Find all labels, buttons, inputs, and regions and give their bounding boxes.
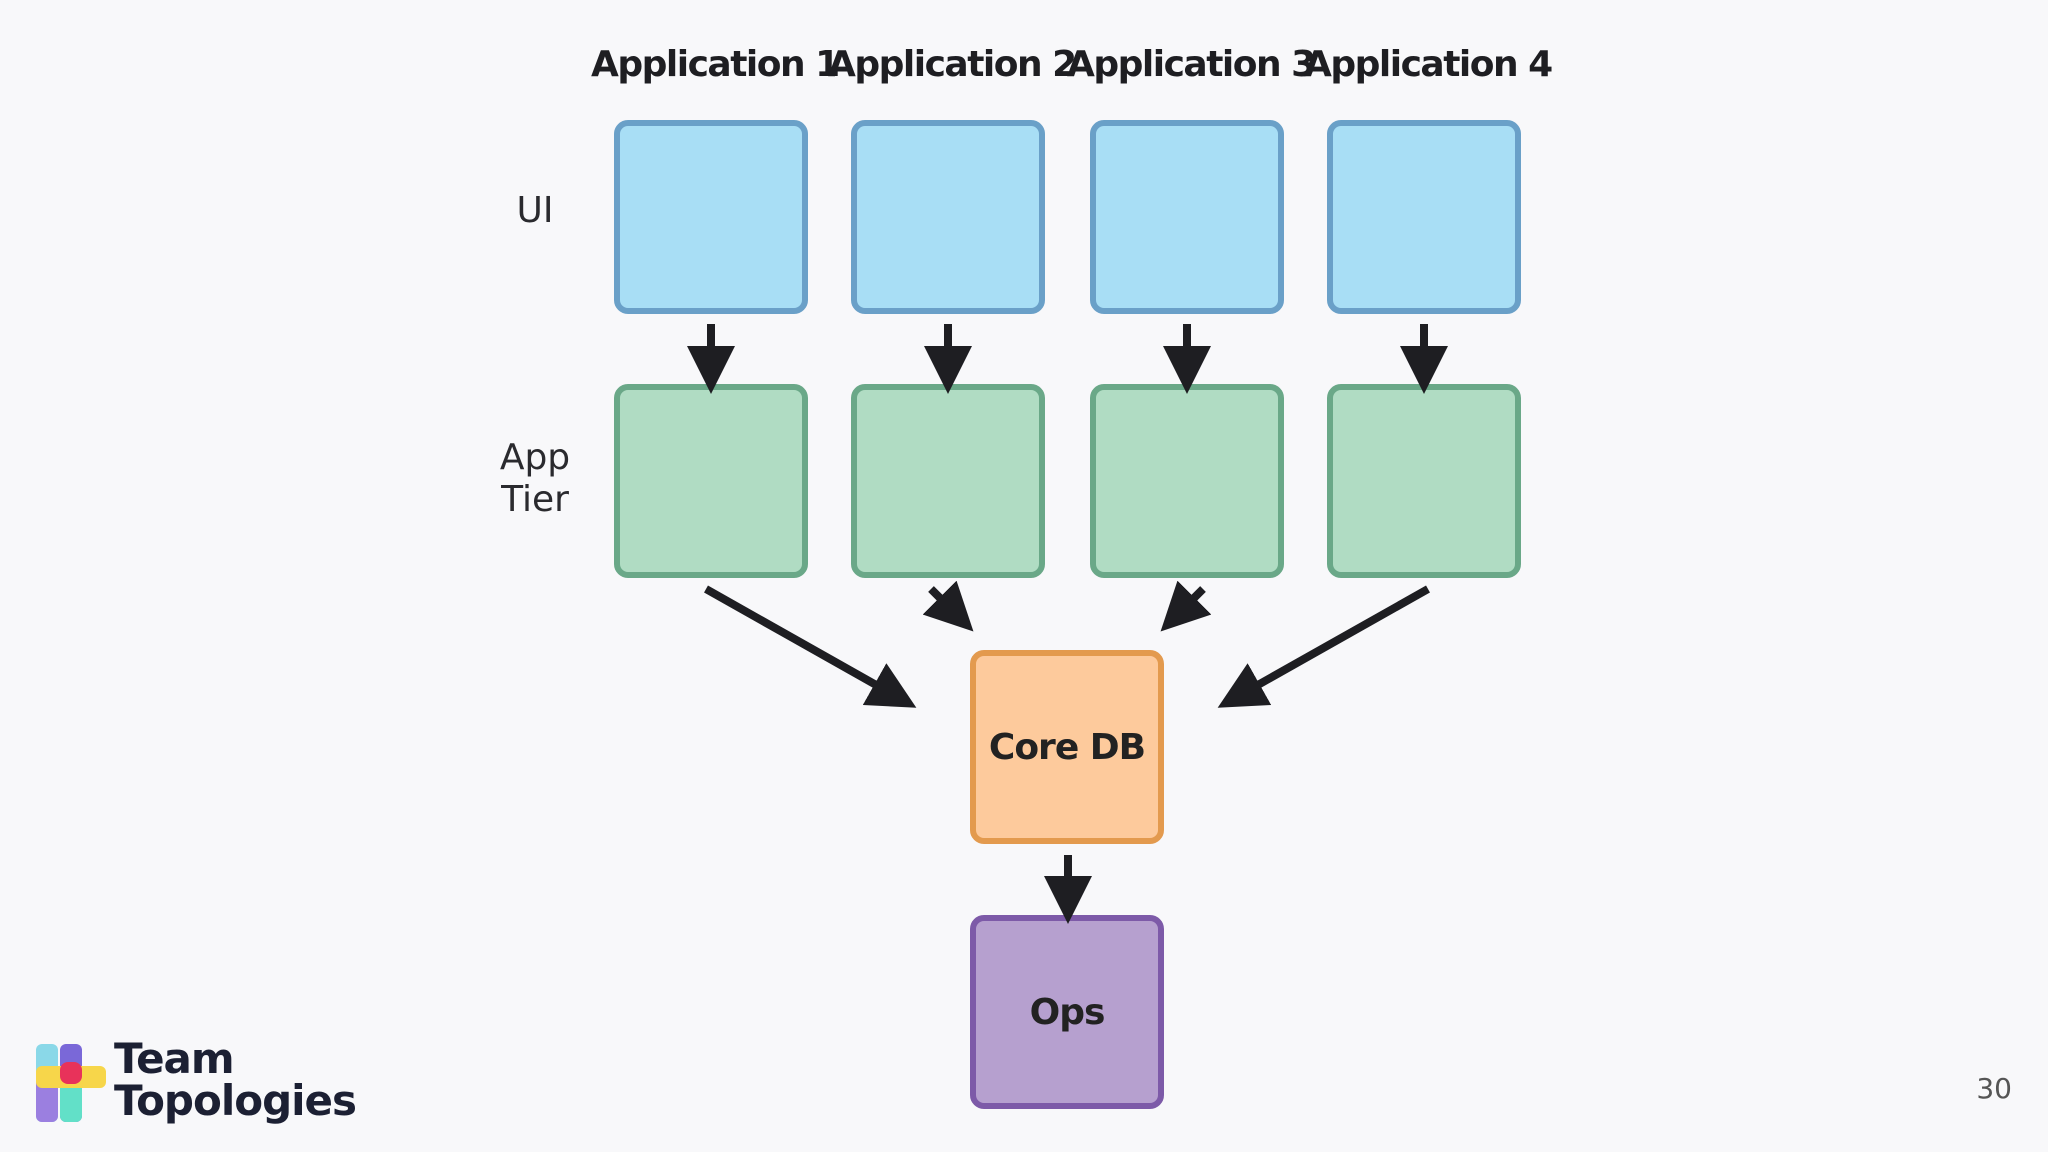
core-db-box: Core DB [970, 650, 1164, 844]
arrow-app-1-to-core-db [704, 585, 917, 708]
brand-name-line2: Topologies [114, 1076, 357, 1125]
brand-name: Team Topologies [114, 1034, 357, 1125]
ops-label: Ops [1029, 991, 1106, 1033]
arrow-app-2-to-core-db [922, 580, 974, 632]
row-label-ui: UI [470, 190, 600, 232]
page-number: 30 [1976, 1072, 2012, 1105]
row-label-app-tier-line2: Tier [501, 479, 569, 520]
row-label-app-tier-line1: App [499, 437, 571, 478]
ui-box-application-1 [614, 120, 808, 314]
app-tier-box-application-1 [614, 384, 808, 578]
ui-box-application-4 [1327, 120, 1521, 314]
ui-box-application-2 [851, 120, 1045, 314]
core-db-label: Core DB [988, 726, 1146, 768]
arrow-app-3-to-core-db [1160, 580, 1212, 632]
column-header-application-1: Application 1 [591, 44, 840, 85]
app-tier-box-application-4 [1327, 384, 1521, 578]
column-header-application-3: Application 3 [1067, 44, 1316, 85]
arrow-app-4-to-core-db [1217, 585, 1430, 708]
column-header-application-4: Application 4 [1304, 44, 1553, 85]
team-topologies-logo-icon [36, 1044, 106, 1122]
column-header-application-2: Application 2 [828, 44, 1077, 85]
ui-box-application-3 [1090, 120, 1284, 314]
brand-name-line1: Team [114, 1034, 235, 1083]
row-label-app-tier: App Tier [470, 437, 600, 521]
ops-box: Ops [970, 915, 1164, 1109]
app-tier-box-application-3 [1090, 384, 1284, 578]
row-label-ui-text: UI [516, 190, 554, 231]
